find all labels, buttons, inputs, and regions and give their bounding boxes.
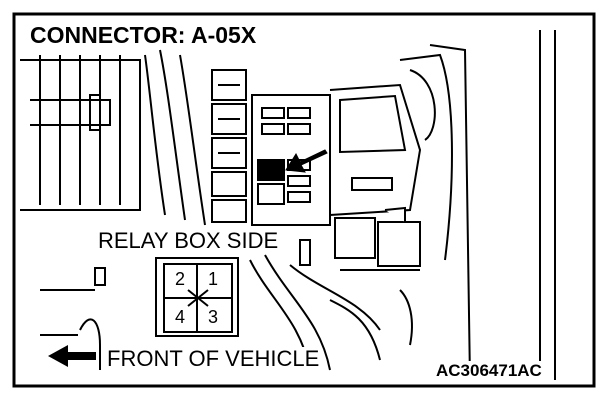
connector-face (155, 257, 239, 337)
connector-title: CONNECTOR: A-05X (30, 24, 261, 47)
front-arrow-icon (48, 345, 96, 367)
pin-3: 3 (207, 307, 218, 327)
fuse-column (211, 69, 247, 223)
direction-label: FRONT OF VEHICLE (104, 347, 323, 371)
pin-1: 1 (207, 269, 218, 289)
pointer-arrow (285, 149, 328, 173)
view-label: RELAY BOX SIDE (94, 229, 283, 253)
ribbed-panel (20, 49, 206, 226)
pin-2: 2 (174, 269, 185, 289)
pin-4: 4 (174, 307, 185, 327)
figure-code: AC306471AC (434, 361, 544, 380)
relay-box (251, 30, 556, 381)
outer-border (12, 12, 596, 388)
lower-relays (334, 206, 421, 271)
